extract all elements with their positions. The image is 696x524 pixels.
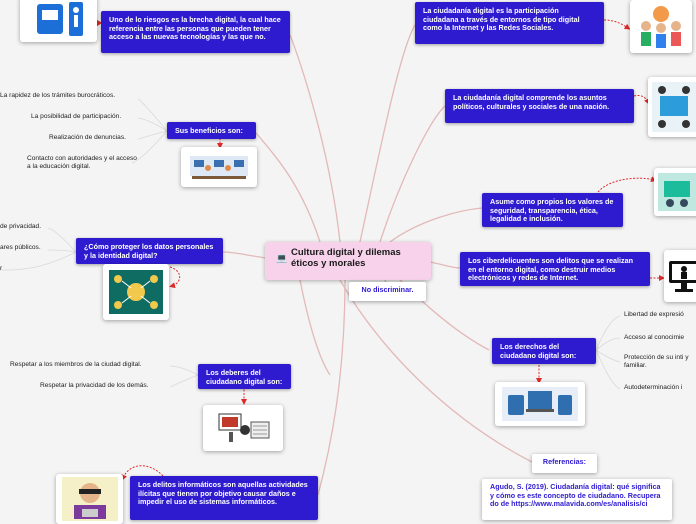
computer-user-icon	[215, 410, 271, 446]
comprende-node[interactable]: La ciudadanía digital comprende los asun…	[445, 89, 634, 123]
referencias-body[interactable]: Agudo, S. (2019). Ciudadanía digital: qu…	[482, 479, 672, 520]
central-topic[interactable]: 💻 Cultura digital y dilemas éticos y mor…	[265, 242, 431, 280]
derecho-item: Autodeterminación i	[624, 384, 682, 392]
derecho-item: Acceso al conocimie	[624, 334, 684, 342]
proteger-image	[103, 264, 169, 320]
laptop-icon: 💻	[276, 253, 287, 263]
central-topic-title: Cultura digital y dilemas éticos y moral…	[291, 247, 401, 269]
derechos-image	[495, 382, 585, 426]
beneficios-node[interactable]: Sus beneficios son:	[167, 122, 256, 139]
beneficio-item: Contacto con autoridades y el acceso a l…	[27, 155, 139, 171]
beneficio-item: La posibilidad de participación.	[31, 113, 121, 121]
deber-item: Respetar la privacidad de los demás.	[40, 382, 149, 390]
beneficios-image	[181, 147, 257, 187]
ciberdelincuentes-image	[664, 250, 696, 302]
people-computers-icon	[188, 152, 250, 182]
delitos-informaticos-node[interactable]: Los delitos informáticos son aquellas ac…	[130, 476, 318, 520]
phone-person-icon	[29, 0, 89, 38]
proteger-item: r	[0, 265, 2, 273]
proteger-item: de privacidad.	[0, 223, 41, 231]
data-security-icon	[109, 270, 163, 314]
beneficio-item: La rapidez de los trámites burocráticos.	[0, 92, 115, 100]
comprende-image	[648, 77, 696, 137]
deber-item: Respetar a los miembros de la ciudad dig…	[10, 361, 142, 369]
no-discriminar-node[interactable]: No discriminar.	[349, 282, 426, 301]
devices-icon	[502, 387, 578, 421]
derecho-item: Protección de su inti y familiar.	[624, 354, 696, 370]
proteger-datos-node[interactable]: ¿Cómo proteger los datos personales y la…	[76, 238, 223, 264]
ciberdelincuentes-node[interactable]: Los ciberdelicuentes son delitos que se …	[460, 252, 650, 286]
valores-image	[654, 168, 696, 216]
brecha-image	[20, 0, 97, 42]
monitor-person-icon	[667, 255, 696, 297]
teamwork-icon	[658, 173, 696, 211]
referencias-title[interactable]: Referencias:	[532, 454, 597, 473]
deberes-image	[203, 405, 283, 451]
derecho-item: Libertad de expresió	[624, 311, 684, 319]
proteger-item: ares públicos.	[0, 244, 41, 252]
valores-node[interactable]: Asume como propios los valores de seguri…	[482, 193, 623, 227]
derechos-node[interactable]: Los derechos del ciudadano digital son:	[492, 338, 596, 364]
deberes-node[interactable]: Los deberes del ciudadano digital son:	[198, 364, 291, 389]
hacker-icon	[62, 477, 118, 521]
brecha-digital-node[interactable]: Uno de lo riesgos es la brecha digital, …	[101, 11, 290, 53]
digital-network-icon	[652, 82, 696, 132]
participacion-node[interactable]: La ciudadanía digital es la participació…	[415, 2, 604, 44]
beneficio-item: Realización de denuncias.	[49, 134, 126, 142]
participacion-image	[630, 0, 692, 53]
citizens-group-icon	[636, 4, 686, 50]
delitos-image	[56, 474, 123, 524]
